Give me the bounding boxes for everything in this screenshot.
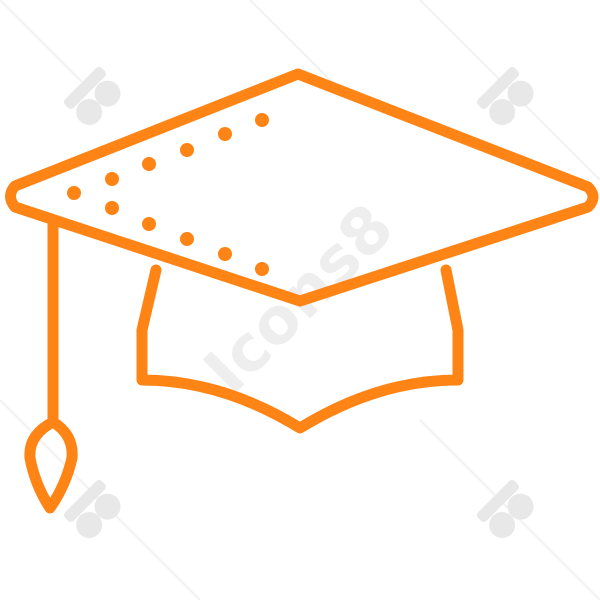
mortarboard-top bbox=[5, 68, 599, 307]
dot-pattern bbox=[67, 113, 269, 276]
tassel bbox=[24, 416, 78, 514]
cap-crown bbox=[136, 264, 464, 434]
